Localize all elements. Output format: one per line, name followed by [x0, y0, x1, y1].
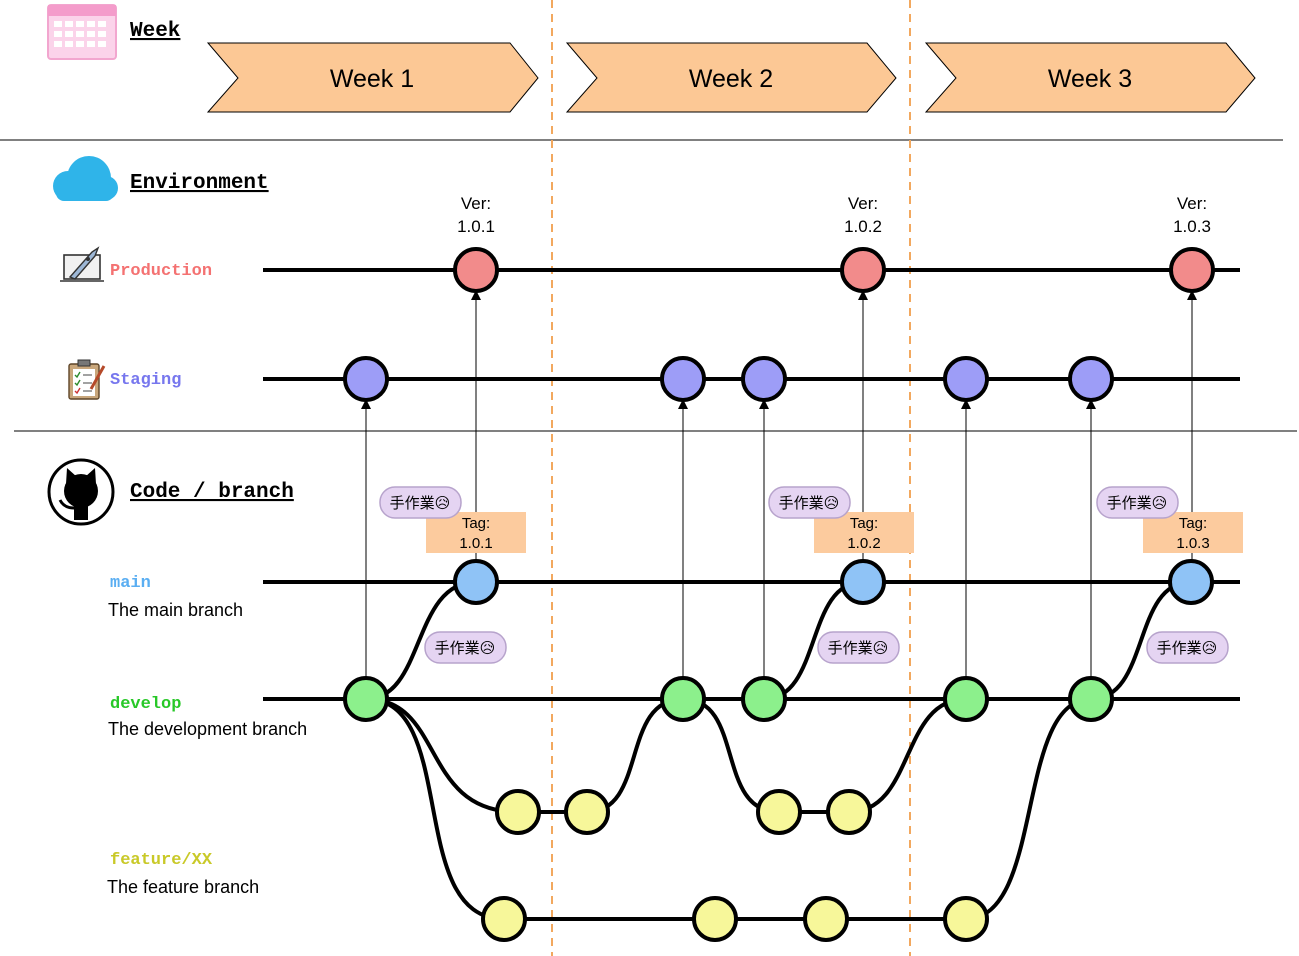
staging-node	[741, 356, 787, 402]
branch-name-develop: develop	[110, 695, 181, 714]
tag-value: 1.0.3	[1176, 535, 1209, 552]
clipboard-icon	[68, 359, 106, 400]
manual-work-pill: 手作業😥	[768, 486, 851, 519]
manual-work-pill: 手作業😥	[817, 631, 900, 664]
feature-node	[943, 896, 989, 942]
tag-label: Tag:	[850, 515, 878, 532]
week-arrow-3: Week 3	[924, 42, 1256, 113]
feature-node	[803, 896, 849, 942]
production-node	[1169, 247, 1215, 293]
github-icon	[47, 458, 115, 526]
develop-node	[943, 676, 989, 722]
main-node	[1168, 559, 1214, 605]
develop-node	[660, 676, 706, 722]
production-node	[840, 247, 886, 293]
staging-node	[1068, 356, 1114, 402]
feature-node	[481, 896, 527, 942]
manual-work-label: 手作業😥	[390, 494, 451, 512]
deploy-arrows	[361, 290, 1197, 678]
manual-work-label: 手作業😥	[1157, 639, 1218, 657]
develop-node	[343, 676, 389, 722]
week-label: Week 2	[689, 65, 773, 93]
calendar-icon	[47, 4, 117, 60]
week-label: Week 1	[330, 65, 414, 93]
staging-node	[660, 356, 706, 402]
branch-desc-main: The main branch	[108, 600, 243, 620]
develop-node	[1068, 676, 1114, 722]
staging-node	[343, 356, 389, 402]
week-arrow-2: Week 2	[565, 42, 897, 113]
manual-work-pill: 手作業😥	[424, 631, 507, 664]
section-title-environment: Environment	[130, 172, 269, 195]
tag-box: Tag: 1.0.3	[1143, 512, 1243, 553]
main-node	[840, 559, 886, 605]
feature-node	[826, 789, 872, 835]
version-label: Ver:	[461, 194, 491, 213]
tag-label: Tag:	[462, 515, 490, 532]
manual-work-label: 手作業😥	[435, 639, 496, 657]
branch-desc-feature: The feature branch	[107, 877, 259, 897]
row-label-staging: Staging	[110, 371, 181, 390]
manual-work-pill: 手作業😥	[1146, 631, 1229, 664]
branch-desc-develop: The development branch	[108, 719, 307, 739]
week-label: Week 3	[1048, 65, 1132, 93]
section-title-code: Code / branch	[130, 481, 294, 504]
branch-name-feature: feature/XX	[110, 851, 213, 870]
manual-work-label: 手作業😥	[1107, 494, 1168, 512]
staging-node	[943, 356, 989, 402]
tag-box: Tag: 1.0.1	[426, 512, 526, 553]
version-value: 1.0.2	[844, 217, 882, 236]
production-node	[453, 247, 499, 293]
version-label: Ver:	[1177, 194, 1207, 213]
tag-value: 1.0.2	[847, 535, 880, 552]
develop-node	[741, 676, 787, 722]
manual-work-pill: 手作業😥	[1096, 486, 1179, 519]
tag-label: Tag:	[1179, 515, 1207, 532]
manual-work-pill: 手作業😥	[379, 486, 462, 519]
rocket-icon	[60, 246, 104, 282]
branch-name-main: main	[110, 574, 151, 593]
version-label: Ver:	[848, 194, 878, 213]
cloud-icon	[53, 156, 118, 201]
branch-develop-to-feature	[365, 697, 505, 921]
manual-work-label: 手作業😥	[828, 639, 889, 657]
manual-work-label: 手作業😥	[779, 494, 840, 512]
merge-feature-to-develop	[965, 697, 1092, 921]
feature-node	[756, 789, 802, 835]
branch-develop-to-feature	[365, 697, 519, 814]
feature-node	[495, 789, 541, 835]
section-title-week: Week	[130, 20, 180, 43]
feature-node	[692, 896, 738, 942]
tag-box: Tag: 1.0.2	[814, 512, 914, 553]
tag-value: 1.0.1	[459, 535, 492, 552]
row-label-production: Production	[110, 262, 212, 281]
merge-feature-to-develop	[848, 697, 967, 814]
version-value: 1.0.1	[457, 217, 495, 236]
version-value: 1.0.3	[1173, 217, 1211, 236]
week-arrow-1: Week 1	[206, 42, 539, 113]
feature-node	[564, 789, 610, 835]
main-node	[453, 559, 499, 605]
